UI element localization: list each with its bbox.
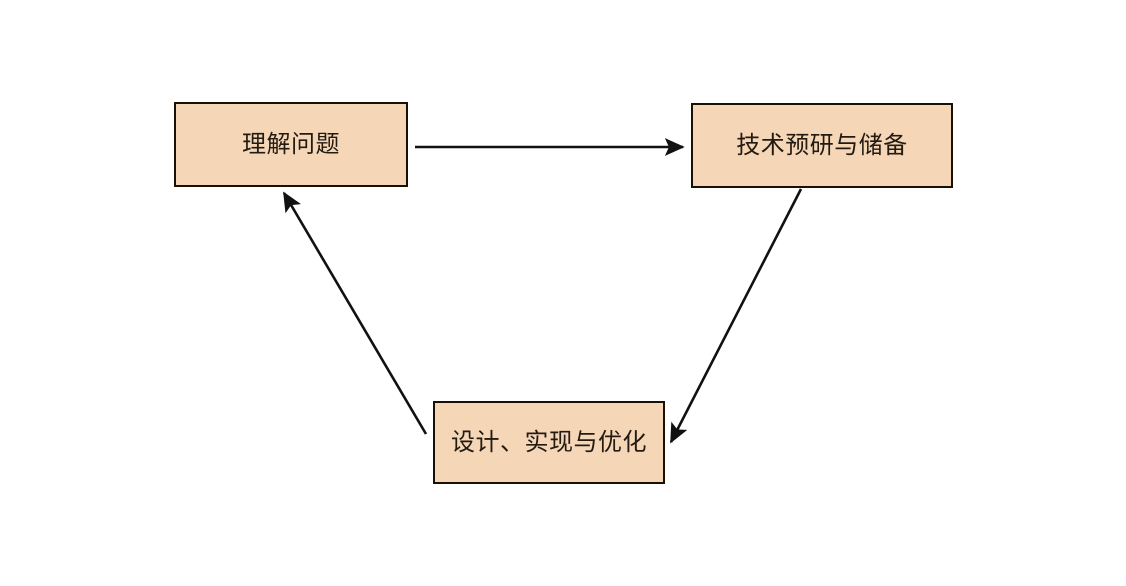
node-design-implement-optimize-label: 设计、实现与优化 [451,428,647,457]
node-understand-problem-label: 理解问题 [242,130,340,159]
node-tech-research[interactable]: 技术预研与储备 [691,103,953,188]
edge-design-to-understand [282,191,428,435]
node-understand-problem[interactable]: 理解问题 [174,102,408,187]
edge-research-to-design [669,188,803,444]
node-tech-research-label: 技术预研与储备 [736,131,908,160]
node-design-implement-optimize[interactable]: 设计、实现与优化 [433,401,665,484]
